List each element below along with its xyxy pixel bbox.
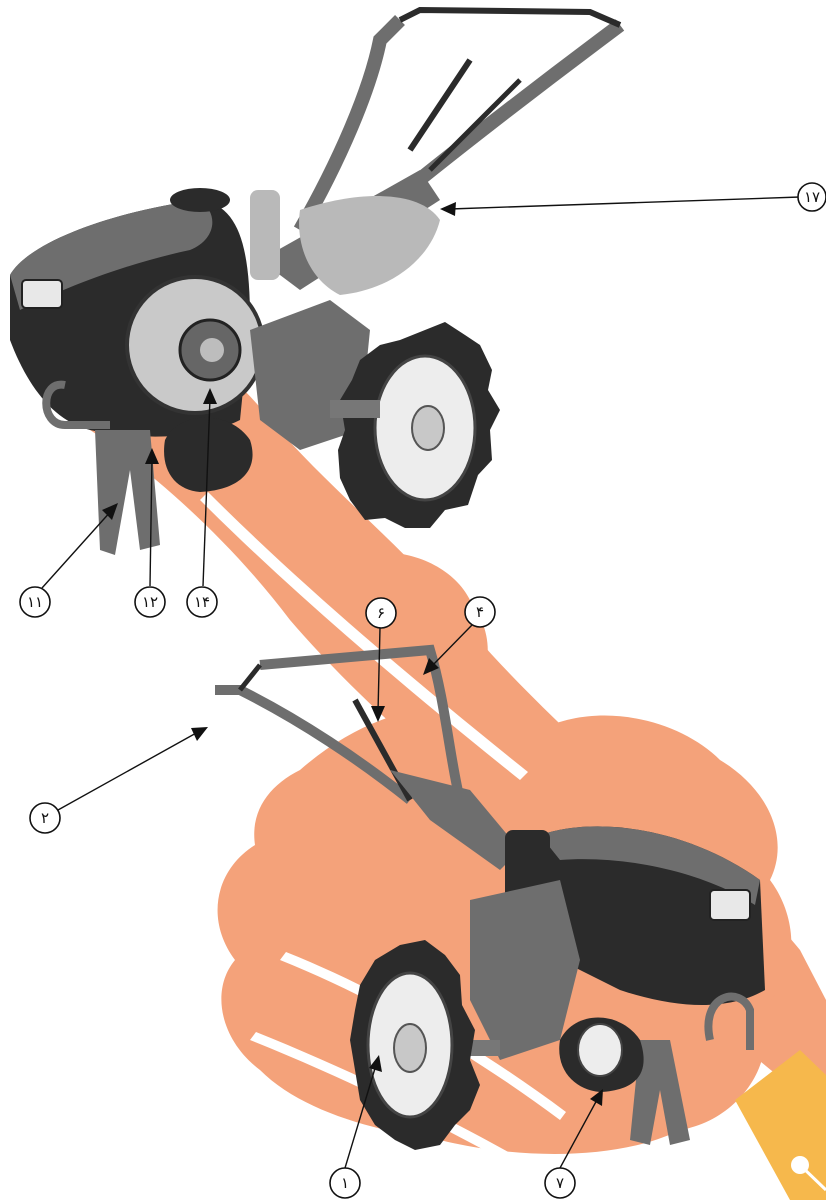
- callout-1: ۱: [329, 1055, 382, 1199]
- tiller-upper-illustration: [10, 6, 625, 555]
- leader-arrowhead-17: [440, 202, 456, 216]
- callout-17: ۱۷: [440, 182, 826, 216]
- leader-arrowhead-6: [371, 706, 385, 722]
- tiller-lower-front-guard: [704, 992, 754, 1050]
- tiller-upper-lever-2: [428, 78, 522, 172]
- tiller-upper-axle: [330, 400, 380, 418]
- tiller-lower-engine-top: [540, 826, 760, 905]
- callout-11: ۱۱: [19, 503, 118, 618]
- leader-arrowhead-2: [191, 727, 208, 741]
- callout-6: ۶: [365, 597, 397, 722]
- leader-line-17: [449, 196, 801, 210]
- leader-line-12: [149, 457, 153, 587]
- leader-line-11: [41, 509, 113, 589]
- callout-label-2: ۲: [41, 809, 49, 827]
- leader-line-14: [202, 397, 211, 587]
- leader-arrowhead-14: [203, 388, 217, 404]
- tiller-lower-transmission: [470, 880, 580, 1060]
- callout-14: ۱۴: [186, 388, 218, 618]
- callout-circle-12: [134, 586, 166, 618]
- callout-label-4: ۴: [476, 603, 484, 621]
- callout-12: ۱۲: [134, 448, 166, 618]
- tiller-upper-wheel-hub: [411, 405, 445, 451]
- callout-circle-11: [19, 586, 51, 618]
- tiller-lower-handlebar-left: [215, 685, 414, 804]
- leader-arrowhead-11: [102, 503, 118, 520]
- tiller-upper-handlebar-left: [293, 15, 405, 234]
- callout-7: ۷: [544, 1089, 603, 1199]
- callout-label-11: ۱۱: [27, 593, 43, 611]
- callout-2: ۲: [29, 727, 208, 834]
- splash-streak-2: [280, 952, 566, 1120]
- callout-circle-4: [464, 596, 496, 628]
- callout-label-1: ۱: [341, 1174, 349, 1192]
- leader-line-4: [429, 624, 473, 669]
- pen-nib-slit: [798, 1163, 826, 1192]
- tiller-lower-stand: [630, 1040, 690, 1145]
- callout-4: ۴: [423, 596, 496, 675]
- leader-line-1: [344, 1064, 377, 1169]
- tiller-lower-handlebar-right: [259, 644, 465, 802]
- tiller-upper-flywheel-hub: [200, 338, 224, 362]
- callout-label-7: ۷: [556, 1174, 564, 1192]
- tiller-lower-air-filter: [505, 830, 550, 900]
- tiller-lower-beam: [390, 770, 520, 870]
- leader-arrowhead-12: [145, 448, 159, 464]
- tiller-upper-exhaust: [250, 190, 280, 280]
- tiller-lower-wheel-hub: [393, 1023, 427, 1073]
- callout-label-17: ۱۷: [804, 188, 820, 206]
- callout-label-6: ۶: [377, 604, 385, 622]
- leader-line-6: [377, 627, 381, 713]
- leader-line-7: [559, 1097, 599, 1169]
- callout-circle-6: [365, 597, 397, 629]
- tiller-upper-belt-cover: [299, 196, 440, 295]
- leader-arrowhead-1: [369, 1055, 382, 1072]
- tiller-lower-handlebar-bridge: [238, 663, 262, 692]
- leader-line-2: [57, 731, 199, 811]
- tiller-upper-fuel-cap: [170, 188, 230, 212]
- tiller-upper-stand: [95, 430, 160, 555]
- callout-circle-14: [186, 586, 218, 618]
- callout-circle-2: [29, 802, 61, 834]
- callout-circle-1: [329, 1167, 361, 1199]
- callout-label-14: ۱۴: [194, 593, 210, 611]
- leader-arrowhead-7: [590, 1089, 603, 1106]
- splash-blob-upper: [330, 552, 488, 705]
- tiller-upper-lever-1: [407, 58, 473, 152]
- pen-nib-decoration: [735, 1050, 826, 1200]
- tiller-upper-front-guard: [42, 380, 110, 429]
- callout-circle-7: [544, 1167, 576, 1199]
- callout-label-12: ۱۲: [142, 593, 158, 611]
- tiller-lower-headlamp: [709, 889, 751, 921]
- tiller-upper-handlebar-frame: [398, 6, 622, 28]
- callout-circle-17: [797, 182, 826, 212]
- tiller-upper-headlamp: [21, 279, 63, 309]
- leader-arrowhead-4: [423, 658, 439, 675]
- tiller-lower-wheel-left: [350, 940, 480, 1150]
- tiller-upper-wheel-right: [338, 322, 500, 528]
- tiller-lower-illustration: [215, 644, 765, 1150]
- tiller-lower-wheel-right: [559, 1017, 644, 1092]
